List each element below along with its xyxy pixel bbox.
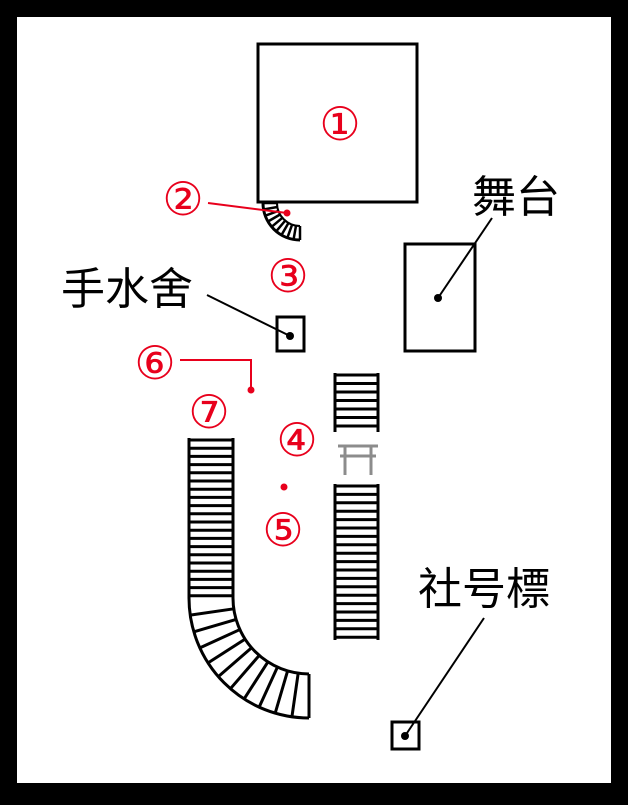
label-temizuya: 手水舍 xyxy=(61,264,193,315)
leader-2 xyxy=(207,202,288,214)
curved-step-inner xyxy=(276,202,301,227)
marker-shagohyo xyxy=(401,732,409,740)
curved-step-tread xyxy=(292,225,298,240)
curved-step-tread xyxy=(280,222,290,236)
curved-step-tread xyxy=(267,213,281,223)
curved-step-tread xyxy=(286,224,294,239)
marker-5 xyxy=(280,483,288,491)
step-left-curve-inner xyxy=(231,597,310,676)
steps-upper xyxy=(333,373,380,432)
num-4: ④ xyxy=(276,413,317,467)
leader-stage xyxy=(437,217,493,299)
num-1: ① xyxy=(319,97,360,151)
step-left-curve-outer xyxy=(187,597,310,720)
num-2: ② xyxy=(162,172,203,226)
step-left-curve-tread xyxy=(290,673,300,717)
leader-temizuya xyxy=(206,294,291,337)
step-left-curve-tread xyxy=(207,637,246,665)
step-left-curve-tread xyxy=(257,666,279,708)
step-left-curve-tread xyxy=(242,661,270,700)
main-hall xyxy=(256,42,419,204)
step-left-curve-tread xyxy=(229,654,261,690)
marker-temizuya xyxy=(286,332,294,340)
leader-6 xyxy=(180,359,252,390)
marker-6 xyxy=(247,386,255,394)
num-7: ⑦ xyxy=(188,385,229,439)
step-left-curve-tread xyxy=(217,646,253,678)
num-6: ⑥ xyxy=(134,336,175,390)
step-left-curve-tread xyxy=(190,607,234,617)
torii-gate xyxy=(338,444,378,475)
curved-step-tread xyxy=(270,216,284,228)
steps-lower xyxy=(333,484,380,640)
label-stage: 舞台 xyxy=(472,172,560,223)
step-left-curve-tread xyxy=(273,670,290,714)
num-5: ⑤ xyxy=(262,503,303,557)
curved-step-tread xyxy=(263,205,278,211)
curved-step-tread xyxy=(275,219,287,233)
curved-steps xyxy=(261,201,302,242)
marker-stage xyxy=(434,294,442,302)
step-left-curve-tread xyxy=(193,617,237,634)
leader-shagohyo xyxy=(404,617,485,737)
label-shagohyo: 社号標 xyxy=(418,564,550,615)
steps-left xyxy=(187,438,311,720)
step-left-curve-tread xyxy=(199,628,241,650)
num-3: ③ xyxy=(267,249,308,303)
marker-2 xyxy=(283,209,291,217)
